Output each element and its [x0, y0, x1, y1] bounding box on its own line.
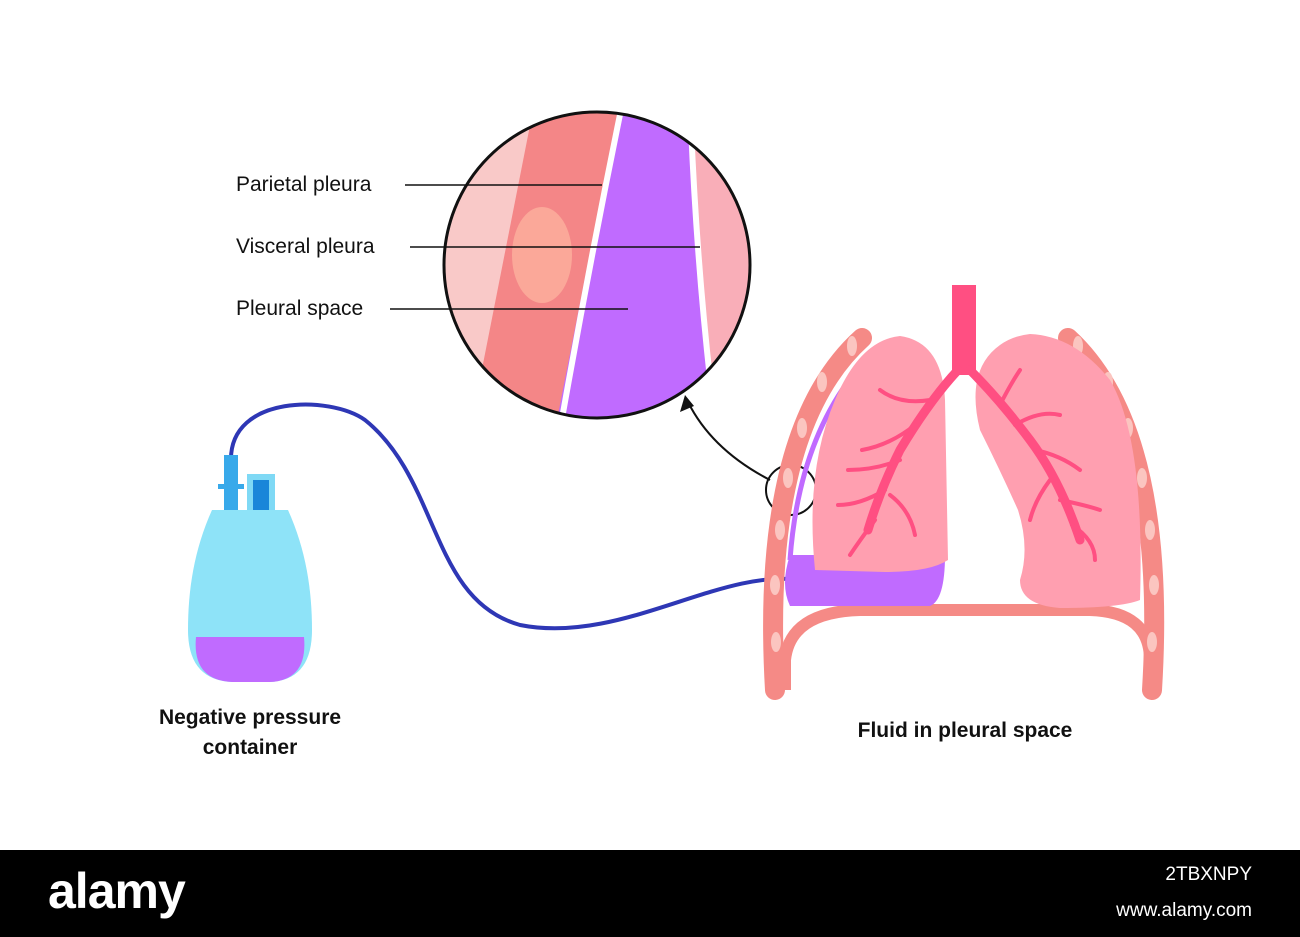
container-fluid: [196, 637, 305, 682]
lungs-illustration: [770, 285, 1159, 690]
negative-pressure-container: [188, 455, 312, 682]
container-connector: [224, 455, 238, 510]
brand-logo: alamy: [48, 862, 185, 920]
container-caption-line1: Negative pressure: [120, 703, 380, 733]
pleural-space-label: Pleural space: [236, 297, 363, 321]
cell-ellipse: [512, 207, 572, 303]
site-url: www.alamy.com: [1116, 900, 1252, 922]
diaphragm: [785, 610, 1150, 690]
container-caption-line2: container: [120, 733, 380, 763]
watermark-footer: alamy 2TBXNPY www.alamy.com: [0, 850, 1300, 937]
parietal-pleura-label: Parietal pleura: [236, 173, 371, 197]
trachea: [952, 285, 976, 375]
fluid-caption: Fluid in pleural space: [815, 716, 1115, 746]
visceral-pleura-label: Visceral pleura: [236, 235, 375, 259]
container-caption: Negative pressure container: [120, 703, 380, 763]
zoom-magnifier: [390, 100, 760, 430]
right-lung: [976, 334, 1141, 608]
image-id: 2TBXNPY: [1165, 864, 1252, 886]
